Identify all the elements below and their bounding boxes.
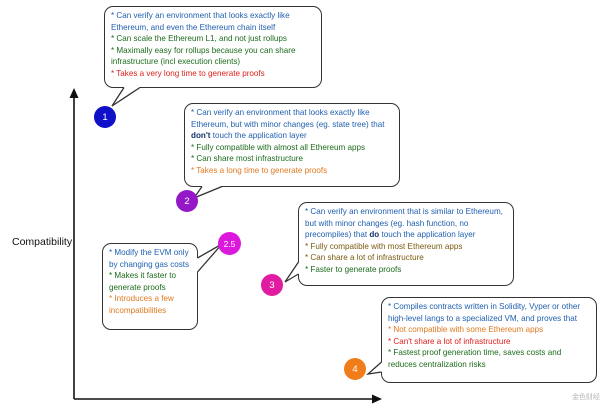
emphasis-dont: don't	[191, 131, 211, 141]
callout-3-line-4: * Faster to generate proofs	[305, 264, 402, 274]
x-axis-arrow	[372, 394, 382, 404]
callout-2-line-2: * Fully compatible with almost all Ether…	[191, 142, 366, 152]
y-axis-label: Compatibility	[12, 236, 73, 248]
callout-3-line-3: * Can share a lot of infrastructure	[305, 253, 424, 263]
callout-4-line-1: * Compiles contracts written in Solidity…	[388, 302, 581, 323]
point-marker-1: 1	[94, 106, 116, 128]
tail-1	[111, 86, 141, 107]
point-marker-2: 2	[176, 190, 198, 212]
emphasis-do: do	[369, 230, 380, 240]
callout-2-5-line-3: * Introduces a few incompatibilities	[109, 294, 174, 315]
point-marker-2-5: 2.5	[218, 232, 241, 255]
callout-1-line-3: * Maximally easy for rollups because you…	[111, 45, 296, 67]
point-marker-4: 4	[344, 358, 366, 380]
callout-2-line-4: * Takes a long time to generate proofs	[191, 165, 328, 175]
callout-2-5-line-2: * Makes it faster to generate proofs	[109, 271, 177, 292]
point-marker-3: 3	[261, 274, 283, 296]
callout-4-line-2: * Not compatible with some Ethereum apps	[388, 325, 544, 335]
callout-2-line-3: * Can share most infrastructure	[191, 154, 304, 164]
callout-4-line-3: * Can't share a lot of infrastructure	[388, 336, 511, 346]
callout-point-2: * Can verify an environment that looks e…	[184, 103, 400, 187]
watermark: 金色财经	[572, 394, 600, 401]
callout-3-line-2: * Fully compatible with most Ethereum ap…	[305, 241, 463, 251]
callout-point-2-5: * Modify the EVM only by changing gas co…	[102, 243, 198, 330]
callout-point-3: * Can verify an environment that is simi…	[298, 202, 514, 286]
callout-point-1: * Can verify an environment that looks e…	[104, 6, 322, 88]
callout-point-4: * Compiles contracts written in Solidity…	[381, 297, 597, 383]
callout-2-line-1: * Can verify an environment that looks e…	[191, 108, 385, 141]
callout-2-5-line-1: * Modify the EVM only by changing gas co…	[109, 248, 190, 269]
y-axis-arrow	[69, 88, 79, 98]
callout-1-line-1: * Can verify an environment that looks e…	[111, 11, 290, 32]
tail-3	[284, 261, 300, 283]
callout-4-line-4: * Fastest proof generation time, saves c…	[388, 348, 562, 369]
callout-1-line-2: * Can scale the Ethereum L1, and not jus…	[111, 34, 287, 44]
tail-4	[365, 361, 382, 375]
callout-3-line-1: * Can verify an environment that is simi…	[305, 207, 503, 240]
callout-1-line-4: * Takes a very long time to generate pro…	[111, 68, 265, 78]
